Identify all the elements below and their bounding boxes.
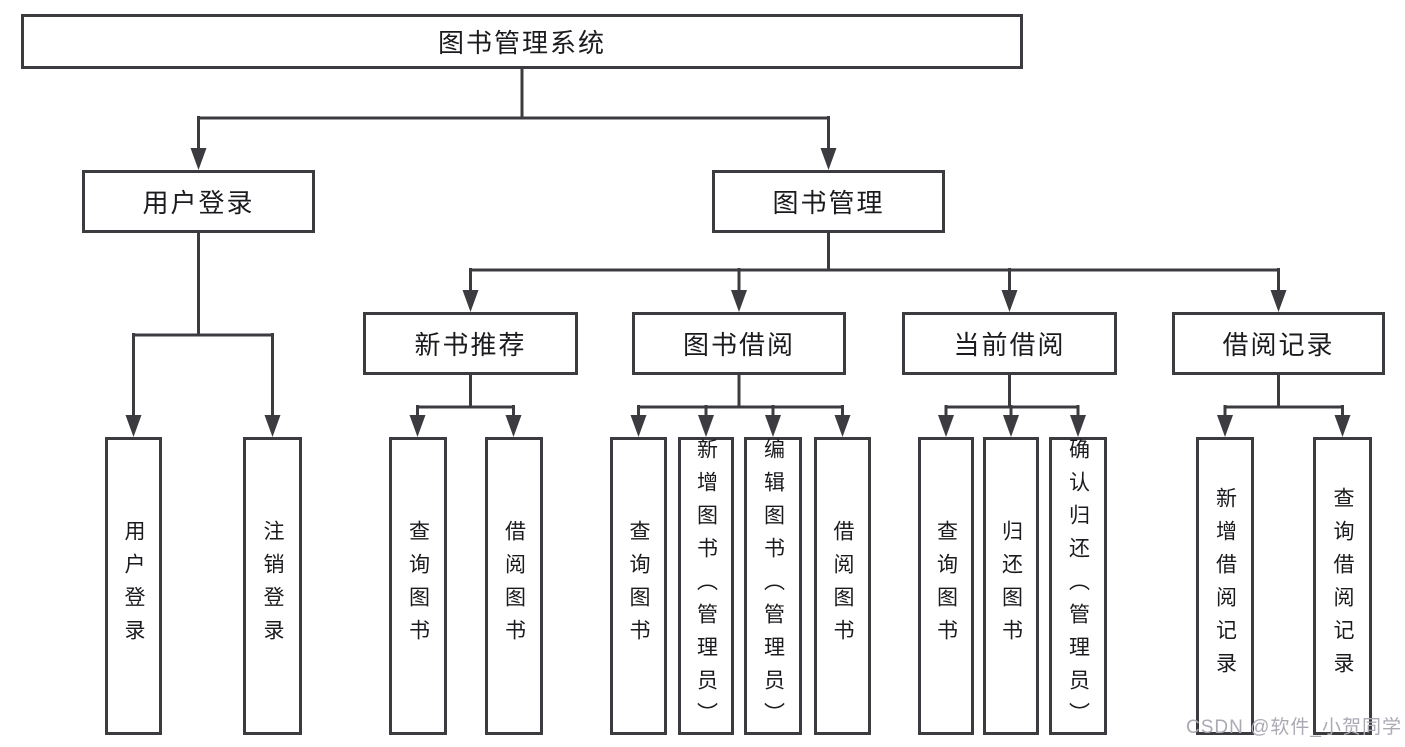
leaf-query-book-borrow: 查询图书 [610,437,667,735]
node-label: 图书管理系统 [437,28,606,58]
leaf-return-book: 归还图书 [983,437,1039,735]
node-root-library-system: 图书管理系统 [21,14,1023,69]
leaf-query-book-current: 查询图书 [918,437,974,735]
node-borrow-record: 借阅记录 [1172,312,1385,375]
csdn-watermark: CSDN @软件_小贺同学 [1186,717,1402,738]
leaf-borrow-book: 借阅图书 [814,437,871,735]
node-current-borrow: 当前借阅 [902,312,1117,375]
node-label: 借阅图书 [502,520,526,652]
node-label: 查询图书 [934,520,958,652]
node-label: 新增图书（管理员） [694,437,718,735]
node-label: 查询借阅记录 [1331,487,1354,685]
node-label: 编辑图书（管理员） [761,437,785,735]
node-user-login: 用户登录 [82,170,315,233]
node-label: 新书推荐 [414,330,527,360]
node-label: 确认归还（管理员） [1066,437,1090,735]
node-label: 当前借阅 [953,330,1066,360]
node-label: 借阅记录 [1222,330,1335,360]
arrowhead-icons [125,148,1351,437]
leaf-logout: 注销登录 [243,437,302,735]
node-label: 归还图书 [999,520,1023,652]
node-label: 新增借阅记录 [1213,487,1237,685]
node-book-borrow: 图书借阅 [632,312,846,375]
node-label: 查询图书 [627,520,650,652]
node-label: 借阅图书 [831,520,854,652]
node-new-book-recommend: 新书推荐 [363,312,578,375]
node-label: 查询图书 [406,520,430,652]
leaf-query-book-recommend: 查询图书 [389,437,447,735]
leaf-user-login: 用户登录 [105,437,162,735]
node-label: 用户登录 [122,520,145,652]
leaf-query-borrow-record: 查询借阅记录 [1313,437,1372,735]
node-label: 图书借阅 [682,330,795,360]
node-book-management: 图书管理 [712,170,945,233]
leaf-borrow-book-recommend: 借阅图书 [485,437,543,735]
leaf-add-borrow-record: 新增借阅记录 [1196,437,1254,735]
leaf-edit-book-admin: 编辑图书（管理员） [744,437,802,735]
node-label: 用户登录 [142,188,255,218]
leaf-confirm-return-admin: 确认归还（管理员） [1049,437,1107,735]
node-label: 注销登录 [261,520,284,652]
node-label: 图书管理 [772,188,885,218]
leaf-add-book-admin: 新增图书（管理员） [678,437,734,735]
